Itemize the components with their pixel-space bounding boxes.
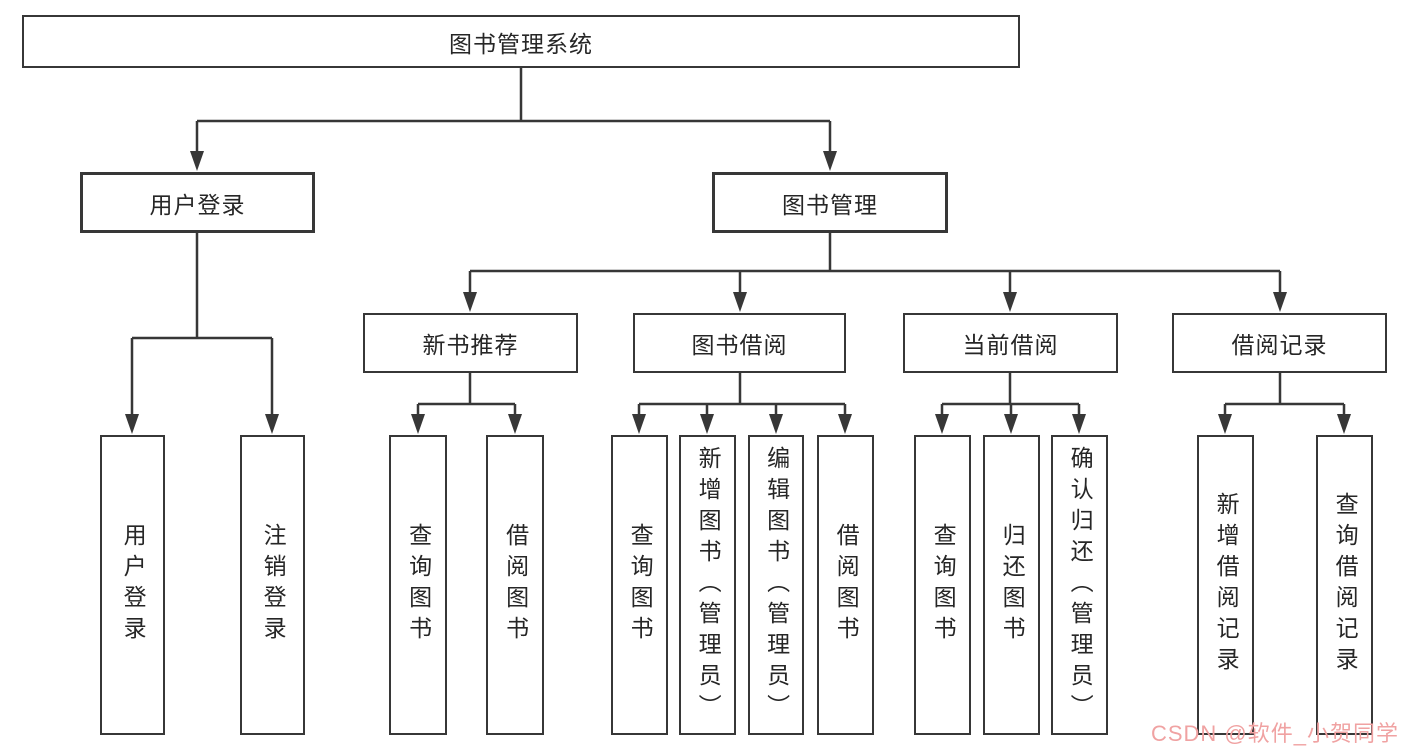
connector-root-to-level2 [190,68,837,171]
leaf-add-books-admin: 新增图书（管理员） [679,435,736,735]
node-user-login: 用户登录 [80,172,315,233]
node-label: 当前借阅 [962,332,1059,358]
leaf-label: 编辑图书（管理员） [763,445,790,725]
connector-current-borrowing-to-leaves [935,373,1086,434]
leaf-label: 查询图书 [627,523,654,647]
leaf-label: 查询图书 [930,523,957,647]
leaf-logout: 注销登录 [240,435,305,735]
node-borrowing-records: 借阅记录 [1172,313,1387,373]
node-book-borrowing: 图书借阅 [633,313,846,373]
node-label: 新书推荐 [422,332,519,358]
connector-new-book-recommendation-to-leaves [411,373,522,434]
node-label: 图书借阅 [691,332,788,358]
connector-book-borrowing-to-leaves [632,373,852,434]
leaf-confirm-return-admin: 确认归还（管理员） [1051,435,1108,735]
leaf-label: 新增图书（管理员） [695,445,722,725]
connector-borrowing-records-to-leaves [1218,373,1351,434]
leaf-query-books-current: 查询图书 [914,435,971,735]
node-label: 图书管理系统 [449,30,593,57]
leaf-user-login: 用户登录 [100,435,165,735]
node-library-management-system: 图书管理系统 [22,15,1020,68]
connector-user-login-to-leaves [125,233,279,434]
leaf-query-borrow-record: 查询借阅记录 [1316,435,1373,735]
leaf-add-borrow-record: 新增借阅记录 [1197,435,1254,735]
leaf-label: 借阅图书 [833,523,860,647]
node-label: 图书管理 [782,191,878,218]
node-current-borrowing: 当前借阅 [903,313,1118,373]
connector-book-management-to-level3 [463,233,1287,312]
leaf-label: 新增借阅记录 [1213,492,1240,678]
node-new-book-recommendation: 新书推荐 [363,313,578,373]
leaf-label: 查询借阅记录 [1332,492,1359,678]
csdn-watermark: CSDN @软件_小贺同学 [1150,721,1399,746]
leaf-label: 借阅图书 [502,523,529,647]
leaf-label: 查询图书 [405,523,432,647]
node-label: 借阅记录 [1231,332,1328,358]
node-label: 用户登录 [149,191,246,218]
leaf-label: 确认归还（管理员） [1067,445,1094,725]
leaf-return-books: 归还图书 [983,435,1040,735]
leaf-borrow-books-borrowing: 借阅图书 [817,435,874,735]
leaf-label: 注销登录 [260,523,287,647]
leaf-label: 用户登录 [120,523,147,647]
leaf-label: 归还图书 [999,523,1026,647]
node-book-management: 图书管理 [712,172,948,233]
leaf-query-books-borrowing: 查询图书 [611,435,668,735]
leaf-edit-books-admin: 编辑图书（管理员） [748,435,804,735]
leaf-borrow-books-recommend: 借阅图书 [486,435,544,735]
leaf-query-books-recommend: 查询图书 [389,435,447,735]
